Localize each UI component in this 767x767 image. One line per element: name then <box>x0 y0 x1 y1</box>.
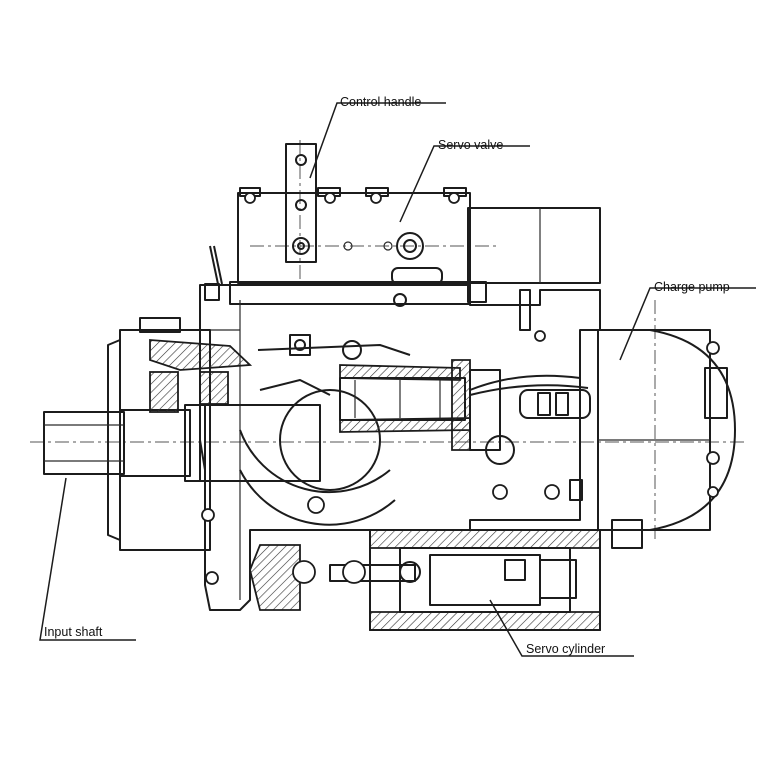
label-input-shaft: Input shaft <box>44 625 103 639</box>
pump-main-housing <box>107 245 601 611</box>
label-control-handle: Control handle <box>340 95 421 109</box>
leader-lines <box>39 102 756 657</box>
input-shaft <box>43 371 321 482</box>
label-servo-cylinder: Servo cylinder <box>526 642 605 656</box>
cylinder-block <box>339 359 589 451</box>
label-charge-pump: Charge pump <box>654 280 730 294</box>
charge-pump <box>597 329 736 549</box>
label-servo-valve: Servo valve <box>438 138 503 152</box>
control-handle-lever <box>285 143 317 263</box>
swashplate-cradle <box>149 334 411 526</box>
servo-cylinder <box>249 529 601 631</box>
control-spool <box>485 389 591 465</box>
center-lines <box>30 140 745 540</box>
